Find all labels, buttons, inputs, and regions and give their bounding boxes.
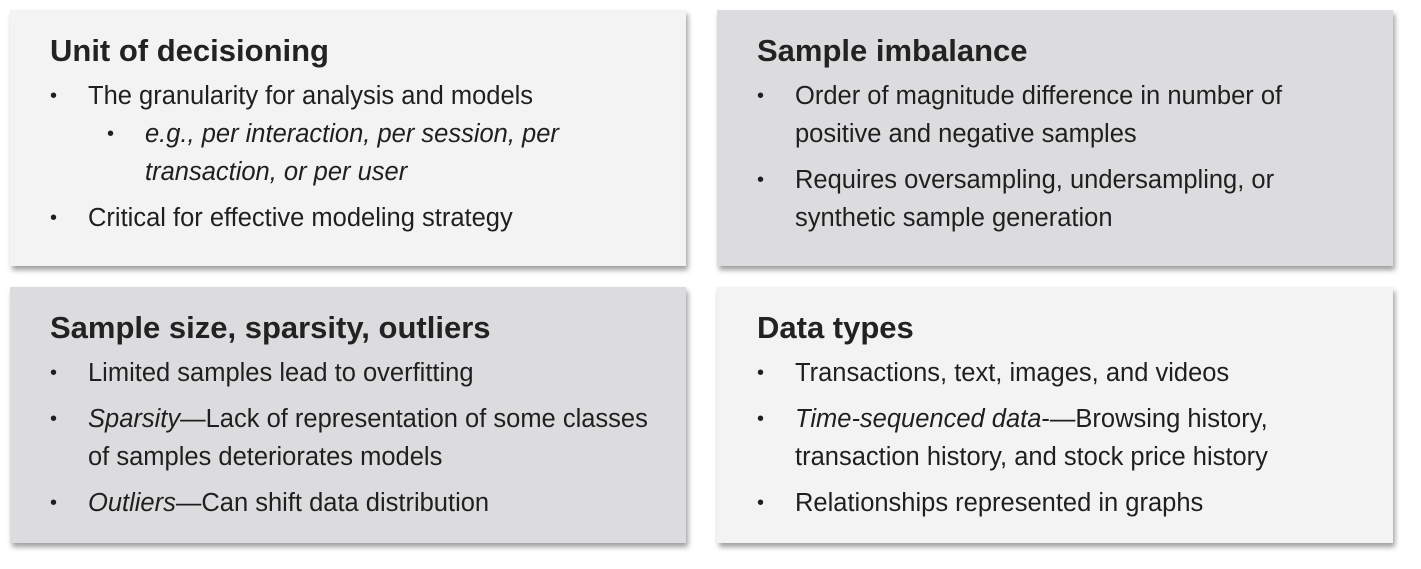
bullet-item: Transactions, text, images, and videos bbox=[757, 354, 1357, 392]
bullet-item: Critical for effective modeling strategy bbox=[50, 199, 650, 237]
card-title: Data types bbox=[757, 310, 914, 345]
bullet-list: Transactions, text, images, and videos T… bbox=[757, 354, 1357, 522]
card-title: Unit of decisioning bbox=[50, 33, 329, 68]
bullet-lead: Outliers bbox=[88, 489, 176, 517]
bullet-lead: Sparsity bbox=[88, 405, 181, 433]
bullet-list: The granularity for analysis and models … bbox=[50, 77, 650, 237]
bullet-lead: Time-sequenced data bbox=[795, 405, 1042, 433]
card-sample-imbalance: Sample imbalance Order of magnitude diff… bbox=[717, 10, 1393, 266]
bullet-item: Time-sequenced data-—Browsing history, t… bbox=[757, 400, 1357, 476]
card-title: Sample size, sparsity, outliers bbox=[50, 310, 491, 345]
bullet-list: Order of magnitude difference in number … bbox=[757, 77, 1357, 237]
bullet-item: Limited samples lead to overfitting bbox=[50, 354, 650, 392]
bullet-item: The granularity for analysis and models bbox=[50, 77, 650, 115]
card-unit-of-decisioning: Unit of decisioning The granularity for … bbox=[10, 10, 686, 266]
bullet-item: Order of magnitude difference in number … bbox=[757, 77, 1357, 153]
bullet-item: Sparsity—Lack of representation of some … bbox=[50, 400, 650, 476]
card-title: Sample imbalance bbox=[757, 33, 1028, 68]
card-sample-size-sparsity-outliers: Sample size, sparsity, outliers Limited … bbox=[10, 287, 686, 543]
card-data-types: Data types Transactions, text, images, a… bbox=[717, 287, 1393, 543]
bullet-item: Requires oversampling, undersampling, or… bbox=[757, 161, 1357, 237]
bullet-item: Relationships represented in graphs bbox=[757, 484, 1357, 522]
bullet-item: Outliers—Can shift data distribution bbox=[50, 484, 650, 522]
sub-bullet-item: e.g., per interaction, per session, per … bbox=[50, 115, 650, 191]
bullet-list: Limited samples lead to overfitting Spar… bbox=[50, 354, 650, 522]
